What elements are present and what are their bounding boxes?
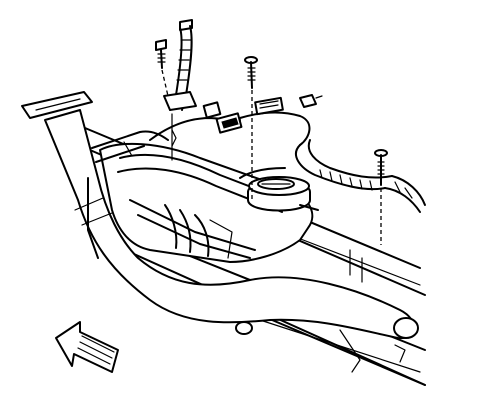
fuel-pump-module: [239, 167, 319, 212]
harness-mounting-bolt-left: [155, 39, 169, 97]
harness-mounting-bolt-right: [374, 149, 388, 245]
exhaust-flange: [21, 91, 93, 119]
fuel-tank: [99, 142, 314, 263]
harness-mounting-bolt-center: [244, 56, 258, 200]
harness-connector: [202, 94, 323, 134]
harness-retainer-clip: [163, 91, 197, 161]
crossmember: [91, 130, 169, 163]
front-direction-arrow-icon: [55, 321, 119, 373]
exhaust-pipe: [44, 109, 419, 340]
